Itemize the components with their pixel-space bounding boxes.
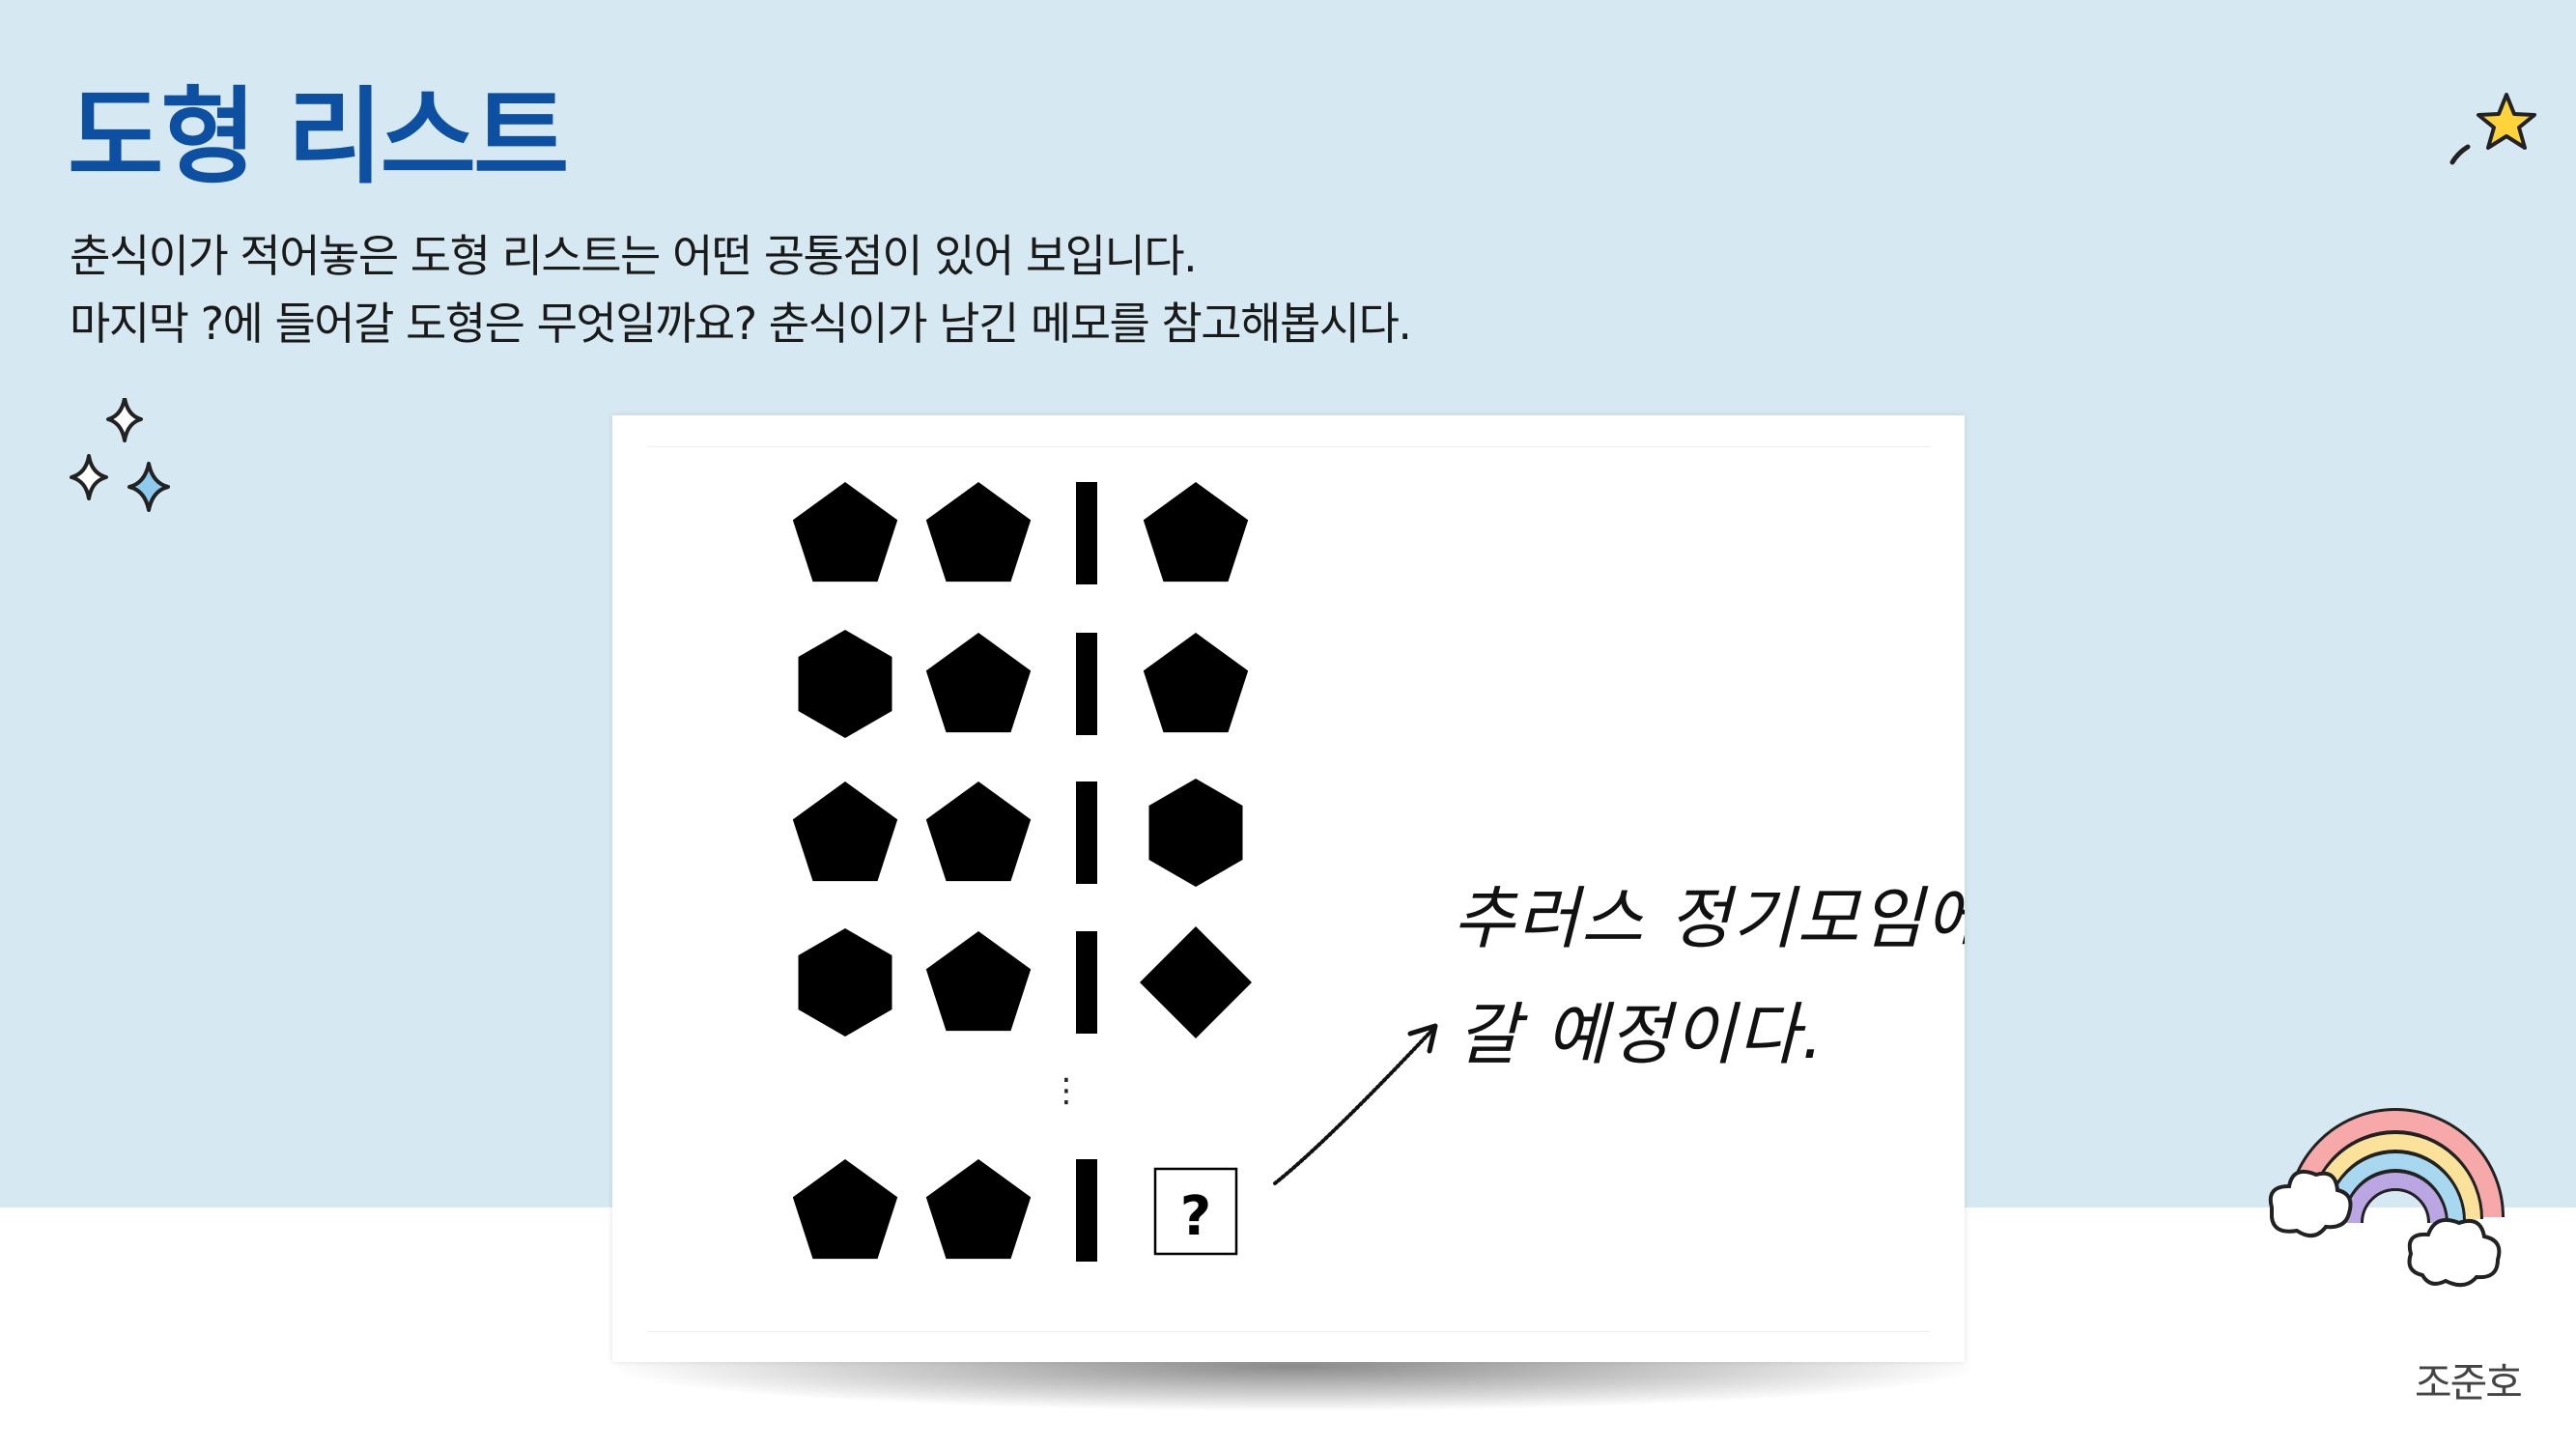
- pentagon-icon: [925, 931, 1032, 1032]
- divider-bar: [1076, 633, 1097, 735]
- shooting-star-icon: [2449, 85, 2545, 176]
- divider-bar: [1076, 1159, 1097, 1262]
- pentagon-icon: [925, 633, 1032, 733]
- pentagon-icon: [1143, 482, 1249, 582]
- description-line-1: 춘식이가 적어놓은 도형 리스트는 어떤 공통점이 있어 보입니다.: [70, 230, 1198, 282]
- pentagon-icon: [925, 1159, 1032, 1260]
- hexagon-icon: [798, 928, 892, 1037]
- page-title: 도형 리스트: [68, 77, 569, 198]
- puzzle-card: ⋮ ? 추러스 정기모임에 갈 예정이다.: [612, 415, 1965, 1362]
- author-name: 조준호: [2415, 1359, 2523, 1406]
- pentagon-icon: [792, 1159, 898, 1260]
- ellipsis: ⋮: [1050, 1071, 1083, 1110]
- divider-bar: [1076, 482, 1097, 584]
- memo-line-1: 추러스 정기모임에: [1453, 879, 1965, 958]
- rainbow-icon: [2260, 1101, 2521, 1298]
- memo-line-2: 갈 예정이다.: [1458, 995, 1826, 1074]
- question-box: [1153, 1167, 1238, 1256]
- pentagon-icon: [925, 781, 1032, 882]
- pentagon-icon: [925, 482, 1032, 582]
- diamond-icon: [1140, 926, 1252, 1038]
- card-rule-bottom: [647, 1331, 1930, 1332]
- hexagon-icon: [798, 630, 892, 738]
- sparkles-icon: [64, 396, 189, 537]
- arrow-icon: [1273, 1023, 1438, 1185]
- question-mark: ?: [1180, 1185, 1211, 1248]
- pentagon-icon: [792, 781, 898, 882]
- divider-bar: [1076, 781, 1097, 884]
- card-rule-top: [647, 446, 1930, 447]
- description: 춘식이가 적어놓은 도형 리스트는 어떤 공통점이 있어 보입니다. 마지막 ?…: [70, 222, 1412, 357]
- description-line-2: 마지막 ?에 들어갈 도형은 무엇일까요? 춘식이가 남긴 메모를 참고해봅시다…: [70, 298, 1412, 350]
- hexagon-icon: [1148, 779, 1243, 887]
- puzzle-figure: ⋮ ? 추러스 정기모임에 갈 예정이다.: [792, 482, 1965, 1262]
- pentagon-icon: [792, 482, 898, 582]
- divider-bar: [1076, 931, 1097, 1034]
- pentagon-icon: [1143, 633, 1249, 733]
